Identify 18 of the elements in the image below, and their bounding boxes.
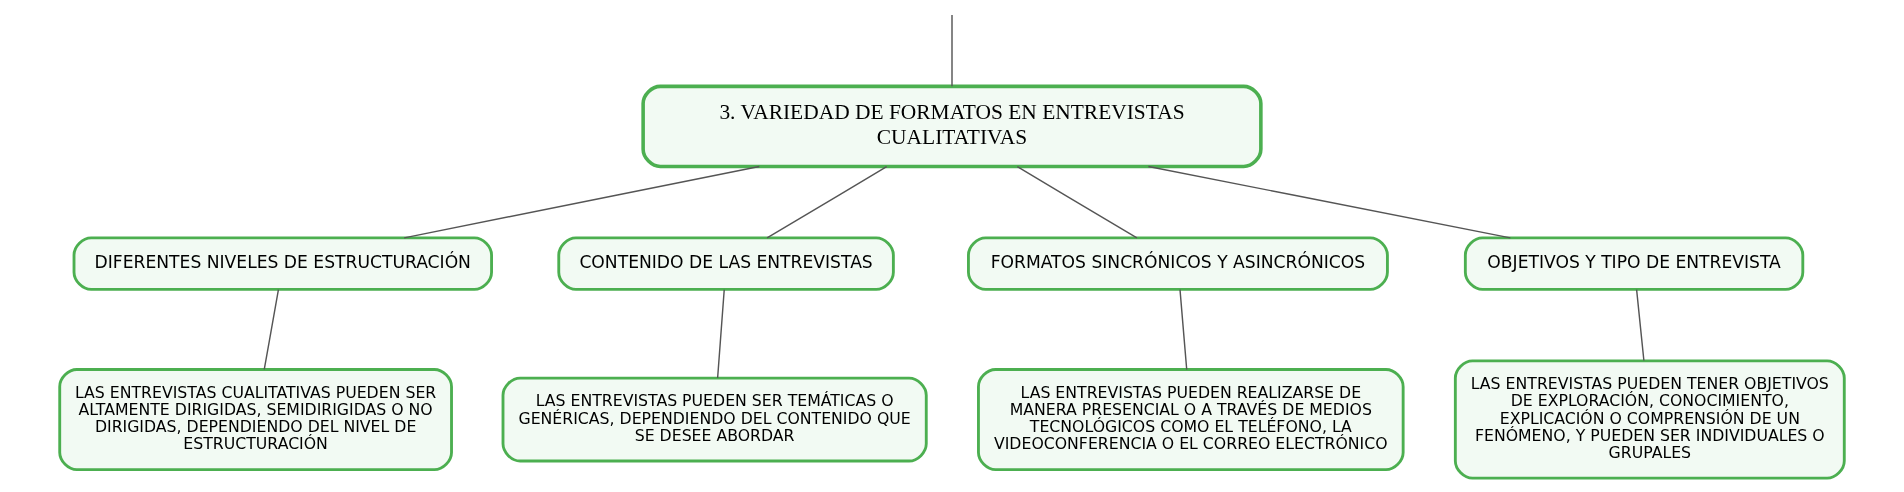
connector [1635, 288, 1645, 362]
node-box: CONTENIDO DE LAS ENTREVISTAS [557, 236, 895, 291]
node-box: LAS ENTREVISTAS PUEDEN REALIZARSE DE MANERA PRESENCIAL O A TRAVÉS DE MEDIOS TECNOLÓGICOS COMO EL TELÉFONO, LA VIDEOCONFERENCIA O EL CORREO ELECTRÓNICO [977, 368, 1405, 471]
node-box: DIFERENTES NIVELES DE ESTRUCTURACIÓN [72, 236, 493, 291]
node-box: LAS ENTREVISTAS PUEDEN SER TEMÁTICAS O GENÉRICAS, DEPENDIENDO DEL CONTENIDO QUE SE DESEE ABORDAR [501, 376, 928, 463]
connector [403, 165, 761, 239]
node-box: 3. VARIEDAD DE FORMATOS EN ENTREVISTAS CUALITATIVAS [641, 84, 1263, 169]
connector [263, 288, 280, 371]
node-box: OBJETIVOS Y TIPO DE ENTREVISTA [1463, 236, 1805, 291]
connector [1147, 165, 1512, 239]
connector [766, 166, 888, 239]
connector [1179, 288, 1188, 371]
node-box: FORMATOS SINCRÓNICOS Y ASINCRÓNICOS [967, 236, 1389, 291]
node-box: LAS ENTREVISTAS PUEDEN TENER OBJETIVOS DE EXPLORACIÓN, CONOCIMIENTO, EXPLICACIÓN O COMPRENSIÓN DE UN FENÓMENO, Y PUEDEN SER INDIVIDUALES O GRUPALES [1453, 359, 1846, 480]
connector [716, 288, 725, 379]
connector [951, 14, 953, 87]
node-box: LAS ENTREVISTAS CUALITATIVAS PUEDEN SER ALTAMENTE DIRIGIDAS, SEMIDIRIGIDAS O NO DIRIGIDAS, DEPENDIENDO DEL NIVEL DE ESTRUCTURACIÓN [58, 368, 453, 471]
connector [1016, 166, 1138, 239]
